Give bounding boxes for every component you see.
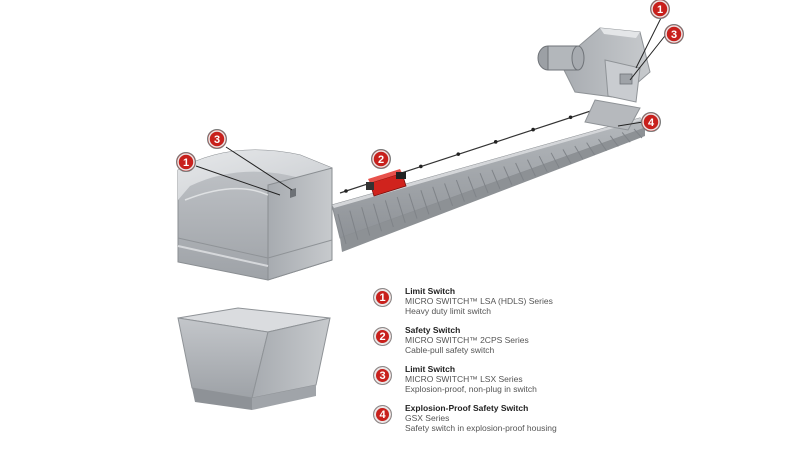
conveyor-roller [515, 162, 525, 181]
conveyor-roller [420, 190, 430, 215]
conveyor-roller [586, 142, 596, 156]
legend-title: Explosion-Proof Safety Switch [405, 403, 529, 413]
legend-badge: 2 [373, 327, 392, 346]
legend-title: Safety Switch [405, 325, 461, 335]
head-drive-assembly [537, 27, 651, 131]
callout-4: 4 [641, 112, 661, 132]
callout-1: 1 [650, 0, 670, 19]
conveyor-roller [550, 152, 560, 168]
conveyor-roller [574, 145, 584, 160]
conveyor-roller [621, 132, 631, 143]
callout-number: 2 [378, 154, 384, 166]
callout-number: 4 [648, 117, 655, 129]
conveyor-roller [562, 149, 572, 164]
callout-3: 3 [207, 129, 227, 149]
conveyor-roller [432, 186, 442, 211]
legend-title: Limit Switch [405, 286, 456, 296]
conveyor-roller [479, 173, 489, 194]
cable-pull-safety-switch [366, 169, 407, 197]
drive-motor [537, 45, 585, 71]
conveyor-rollers [337, 128, 643, 245]
cable-post [344, 189, 348, 193]
callout-number: 3 [214, 134, 220, 146]
callout-badges: 1 3 2 1 3 4 [176, 0, 684, 172]
conveyor-roller [503, 166, 513, 185]
conveyor-roller [609, 135, 619, 147]
cable-post [568, 115, 573, 120]
legend-series: MICRO SWITCH™ 2CPS Series [405, 335, 529, 345]
conveyor-roller [633, 128, 643, 139]
legend-description: Safety switch in explosion-proof housing [405, 423, 557, 433]
callout-number: 3 [671, 29, 677, 41]
conveyor-roller [444, 183, 454, 207]
legend-series: MICRO SWITCH™ LSX Series [405, 374, 523, 384]
collection-bin [177, 307, 331, 410]
legend-description: Heavy duty limit switch [405, 306, 491, 316]
callout-number: 1 [183, 157, 189, 169]
callout-3: 3 [664, 24, 684, 44]
callout-leaders [195, 15, 669, 196]
tail-hood [177, 149, 333, 281]
callout-2: 2 [371, 149, 391, 169]
conveyor-roller [598, 138, 607, 152]
conveyor-roller [455, 179, 465, 202]
conveyor-roller [396, 196, 406, 223]
conveyor-roller [384, 200, 394, 228]
cable-post [531, 127, 535, 132]
conveyor-roller [349, 210, 359, 240]
conveyor-roller [491, 169, 501, 190]
cable-post [456, 152, 461, 156]
cable-post [419, 164, 423, 169]
conveyor-roller [337, 213, 347, 245]
legend-series: MICRO SWITCH™ LSA (HDLS) Series [405, 296, 553, 306]
conveyor-roller [467, 176, 477, 198]
conveyor-roller [408, 193, 418, 219]
legend-badge: 1 [373, 288, 392, 307]
conveyor-trough [331, 117, 646, 252]
conveyor-roller [526, 159, 536, 177]
conveyor-roller [361, 207, 371, 236]
legend-badge: 4 [373, 405, 392, 424]
callout-1: 1 [176, 152, 196, 172]
callout-number: 1 [657, 4, 663, 16]
legend-description: Cable-pull safety switch [405, 345, 495, 355]
legend-title: Limit Switch [405, 364, 456, 374]
cable-post [493, 140, 498, 144]
conveyor-roller [538, 155, 548, 173]
legend-description: Explosion-proof, non-plug in switch [405, 384, 537, 394]
conveyor-roller [373, 203, 383, 232]
legend-series: GSX Series [405, 413, 450, 423]
legend-badge: 3 [373, 366, 392, 385]
